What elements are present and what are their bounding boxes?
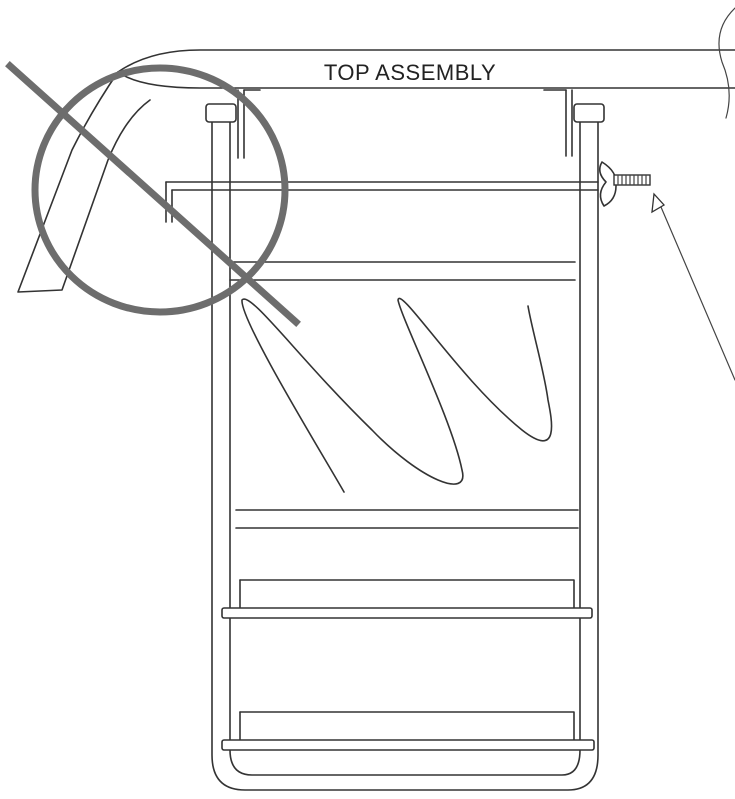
left-bracket [17, 71, 151, 293]
prohibition-circle [31, 64, 289, 316]
wing-nut-bolt [598, 161, 651, 207]
back-frame [165, 181, 599, 223]
left-rail-cap [205, 103, 237, 123]
pointer-arrow [651, 192, 735, 381]
step-lower [221, 579, 593, 619]
ladder-rails [205, 103, 605, 791]
prohibition-slash [5, 61, 301, 327]
springs [241, 297, 553, 493]
top-assembly-label: TOP ASSEMBLY [324, 60, 496, 85]
right-rail-cap [573, 103, 605, 123]
step-bottom [221, 711, 595, 751]
prohibition-mark [5, 61, 301, 327]
right-hinge-clip [543, 89, 573, 157]
upper-crossbars [229, 261, 579, 529]
